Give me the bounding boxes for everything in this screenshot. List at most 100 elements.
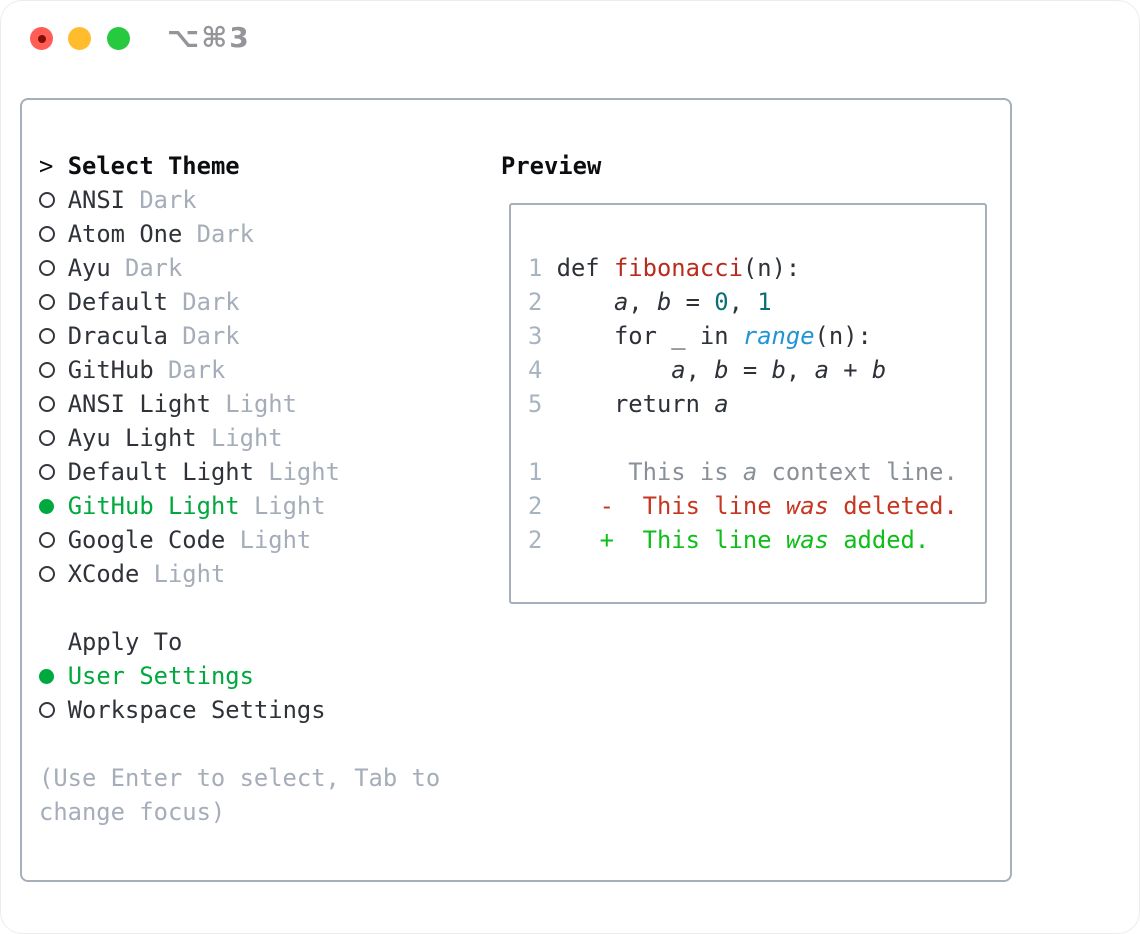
option-gutter <box>39 387 68 421</box>
option-gutter <box>39 217 68 251</box>
code-segment: b <box>656 288 672 316</box>
code-segment: fibonacci <box>613 254 743 282</box>
line-number: 1 <box>528 254 543 282</box>
theme-name: Atom One <box>67 220 183 248</box>
zoom-button[interactable] <box>107 27 130 50</box>
apply-option-label: User Settings <box>67 662 254 690</box>
line-number: 5 <box>528 390 543 418</box>
theme-variant: Light <box>253 458 340 486</box>
code-segment: = <box>728 356 772 384</box>
theme-name: ANSI <box>67 186 125 214</box>
radio-icon <box>39 532 55 548</box>
theme-name: GitHub Light <box>67 492 240 520</box>
help-line: change focus) <box>39 798 226 826</box>
code-segment: , <box>728 288 758 316</box>
minimize-button[interactable] <box>68 27 91 50</box>
theme-option[interactable]: Google Code Light <box>39 523 311 557</box>
code-segment: b <box>771 356 786 384</box>
code-segment: deleted. <box>828 492 958 520</box>
code-segment <box>542 526 599 554</box>
code-segment: was <box>785 526 829 554</box>
option-gutter <box>39 659 68 693</box>
theme-option[interactable]: XCode Light <box>39 557 225 591</box>
radio-icon <box>39 328 55 344</box>
theme-variant: Dark <box>110 254 183 282</box>
radio-icon <box>39 226 55 242</box>
apply-option[interactable]: User Settings <box>39 659 254 693</box>
radio-icon <box>39 362 55 378</box>
theme-variant: Light <box>210 390 297 418</box>
apply-option-label: Workspace Settings <box>67 696 326 724</box>
code-segment: a <box>742 458 758 486</box>
code-line: 5 return a <box>528 387 729 421</box>
theme-option[interactable]: Dracula Dark <box>39 319 240 353</box>
option-gutter <box>39 557 68 591</box>
code-segment: a <box>613 288 629 316</box>
window-title: ⌥⌘3 <box>167 21 251 54</box>
selected-radio-icon <box>39 668 54 684</box>
radio-icon <box>39 464 55 480</box>
code-segment: , <box>685 356 715 384</box>
code-segment: a <box>671 356 686 384</box>
theme-name: Dracula <box>67 322 168 350</box>
code-segment: range <box>742 322 815 350</box>
theme-option[interactable]: Atom One Dark <box>39 217 254 251</box>
code-segment: + <box>828 356 872 384</box>
option-gutter <box>39 285 68 319</box>
help-text: change focus) <box>39 795 225 829</box>
code-segment: , <box>628 288 657 316</box>
option-gutter <box>39 421 68 455</box>
option-gutter <box>39 489 68 523</box>
theme-option[interactable]: ANSI Dark <box>39 183 197 217</box>
code-segment: b <box>871 356 887 384</box>
theme-name: Default Light <box>67 458 254 486</box>
theme-name: GitHub <box>67 356 154 384</box>
theme-option[interactable]: Ayu Dark <box>39 251 182 285</box>
select-theme-label: Select Theme <box>67 152 240 180</box>
theme-name: Ayu Light <box>67 424 197 452</box>
theme-option[interactable]: Default Light Light <box>39 455 340 489</box>
close-button[interactable] <box>30 27 53 50</box>
radio-icon <box>39 566 55 582</box>
code-line: 1 def fibonacci(n): <box>528 251 800 285</box>
code-segment: b <box>714 356 729 384</box>
code-segment: was <box>785 492 829 520</box>
diff-line: 2 + This line was added. <box>528 523 929 557</box>
apply-option[interactable]: Workspace Settings <box>39 693 326 727</box>
theme-variant: Dark <box>125 186 197 214</box>
option-gutter <box>39 183 68 217</box>
radio-icon <box>39 702 55 718</box>
code-line: 2 a, b = 0, 1 <box>528 285 772 319</box>
apply-to-header: Apply To <box>39 625 183 659</box>
theme-name: Google Code <box>67 526 226 554</box>
code-segment: added. <box>828 526 930 554</box>
code-segment: 1 <box>757 288 772 316</box>
diff-line: 2 - This line was deleted. <box>528 489 958 523</box>
code-segment: = <box>671 288 715 316</box>
code-line: 4 a, b = b, a + b <box>528 353 886 387</box>
code-line: 3 for _ in range(n): <box>528 319 872 353</box>
theme-option[interactable]: GitHub Dark <box>39 353 225 387</box>
radio-icon <box>39 430 55 446</box>
theme-option[interactable]: Default Dark <box>39 285 240 319</box>
line-number: 3 <box>528 322 543 350</box>
theme-variant: Dark <box>153 356 226 384</box>
theme-name: Default <box>67 288 168 316</box>
code-segment: , <box>785 356 815 384</box>
code-segment: + This line <box>599 526 786 554</box>
code-segment <box>542 356 671 384</box>
theme-name: ANSI Light <box>67 390 211 418</box>
theme-name: Ayu <box>67 254 111 282</box>
help-line: (Use Enter to select, Tab to <box>39 764 441 792</box>
theme-option[interactable]: ANSI Light Light <box>39 387 297 421</box>
option-gutter <box>39 455 68 489</box>
option-gutter <box>39 523 68 557</box>
code-segment: a <box>714 390 729 418</box>
radio-icon <box>39 192 55 208</box>
code-segment: return <box>542 390 715 418</box>
theme-variant: Light <box>196 424 283 452</box>
theme-option[interactable]: Ayu Light Light <box>39 421 283 455</box>
radio-icon <box>39 294 55 310</box>
preview-title: Preview <box>501 152 602 180</box>
theme-option[interactable]: GitHub Light Light <box>39 489 326 523</box>
